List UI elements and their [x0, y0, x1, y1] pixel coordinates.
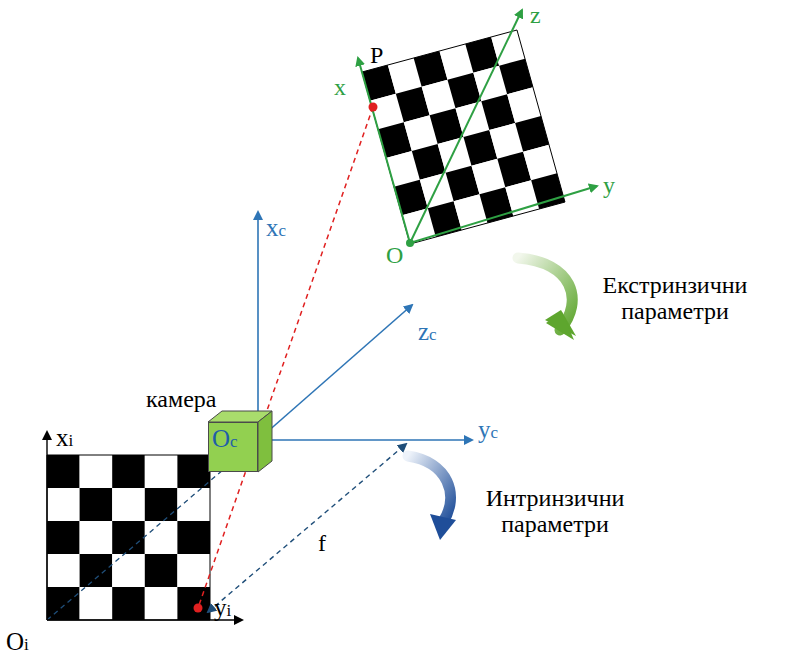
camera-axes [258, 212, 472, 440]
point-p [369, 103, 378, 112]
camera-label: камера [146, 386, 216, 412]
world-checkerboard [362, 30, 565, 244]
world-origin [406, 239, 414, 247]
axis-label: z [530, 2, 541, 28]
parameter-label: Екстринзични параметри [580, 272, 770, 325]
image-point [194, 604, 203, 613]
focal-label: f [318, 530, 326, 556]
axis-label: xc [266, 214, 286, 242]
image-checkerboard [47, 455, 210, 620]
intrinsic-curved-arrow [408, 456, 456, 540]
extrinsic-curved-arrow [518, 258, 576, 340]
projection-ray [198, 107, 373, 608]
axis-label: yi [214, 594, 231, 622]
axis-label: zc [418, 318, 437, 346]
axis-label: y [603, 172, 615, 198]
origin-label: O [386, 242, 403, 268]
point-label: P [370, 42, 383, 68]
axis-label: x [334, 74, 346, 100]
axis-label: yc [478, 416, 498, 444]
axis-label: xi [56, 424, 73, 452]
camera-cube [208, 411, 272, 472]
origin-label: Oc [209, 423, 257, 455]
world-axes [358, 10, 597, 243]
parameter-label: Интринзични параметри [465, 485, 645, 538]
camera-box: Oc [208, 422, 258, 472]
origin-label: Oi [6, 628, 29, 656]
